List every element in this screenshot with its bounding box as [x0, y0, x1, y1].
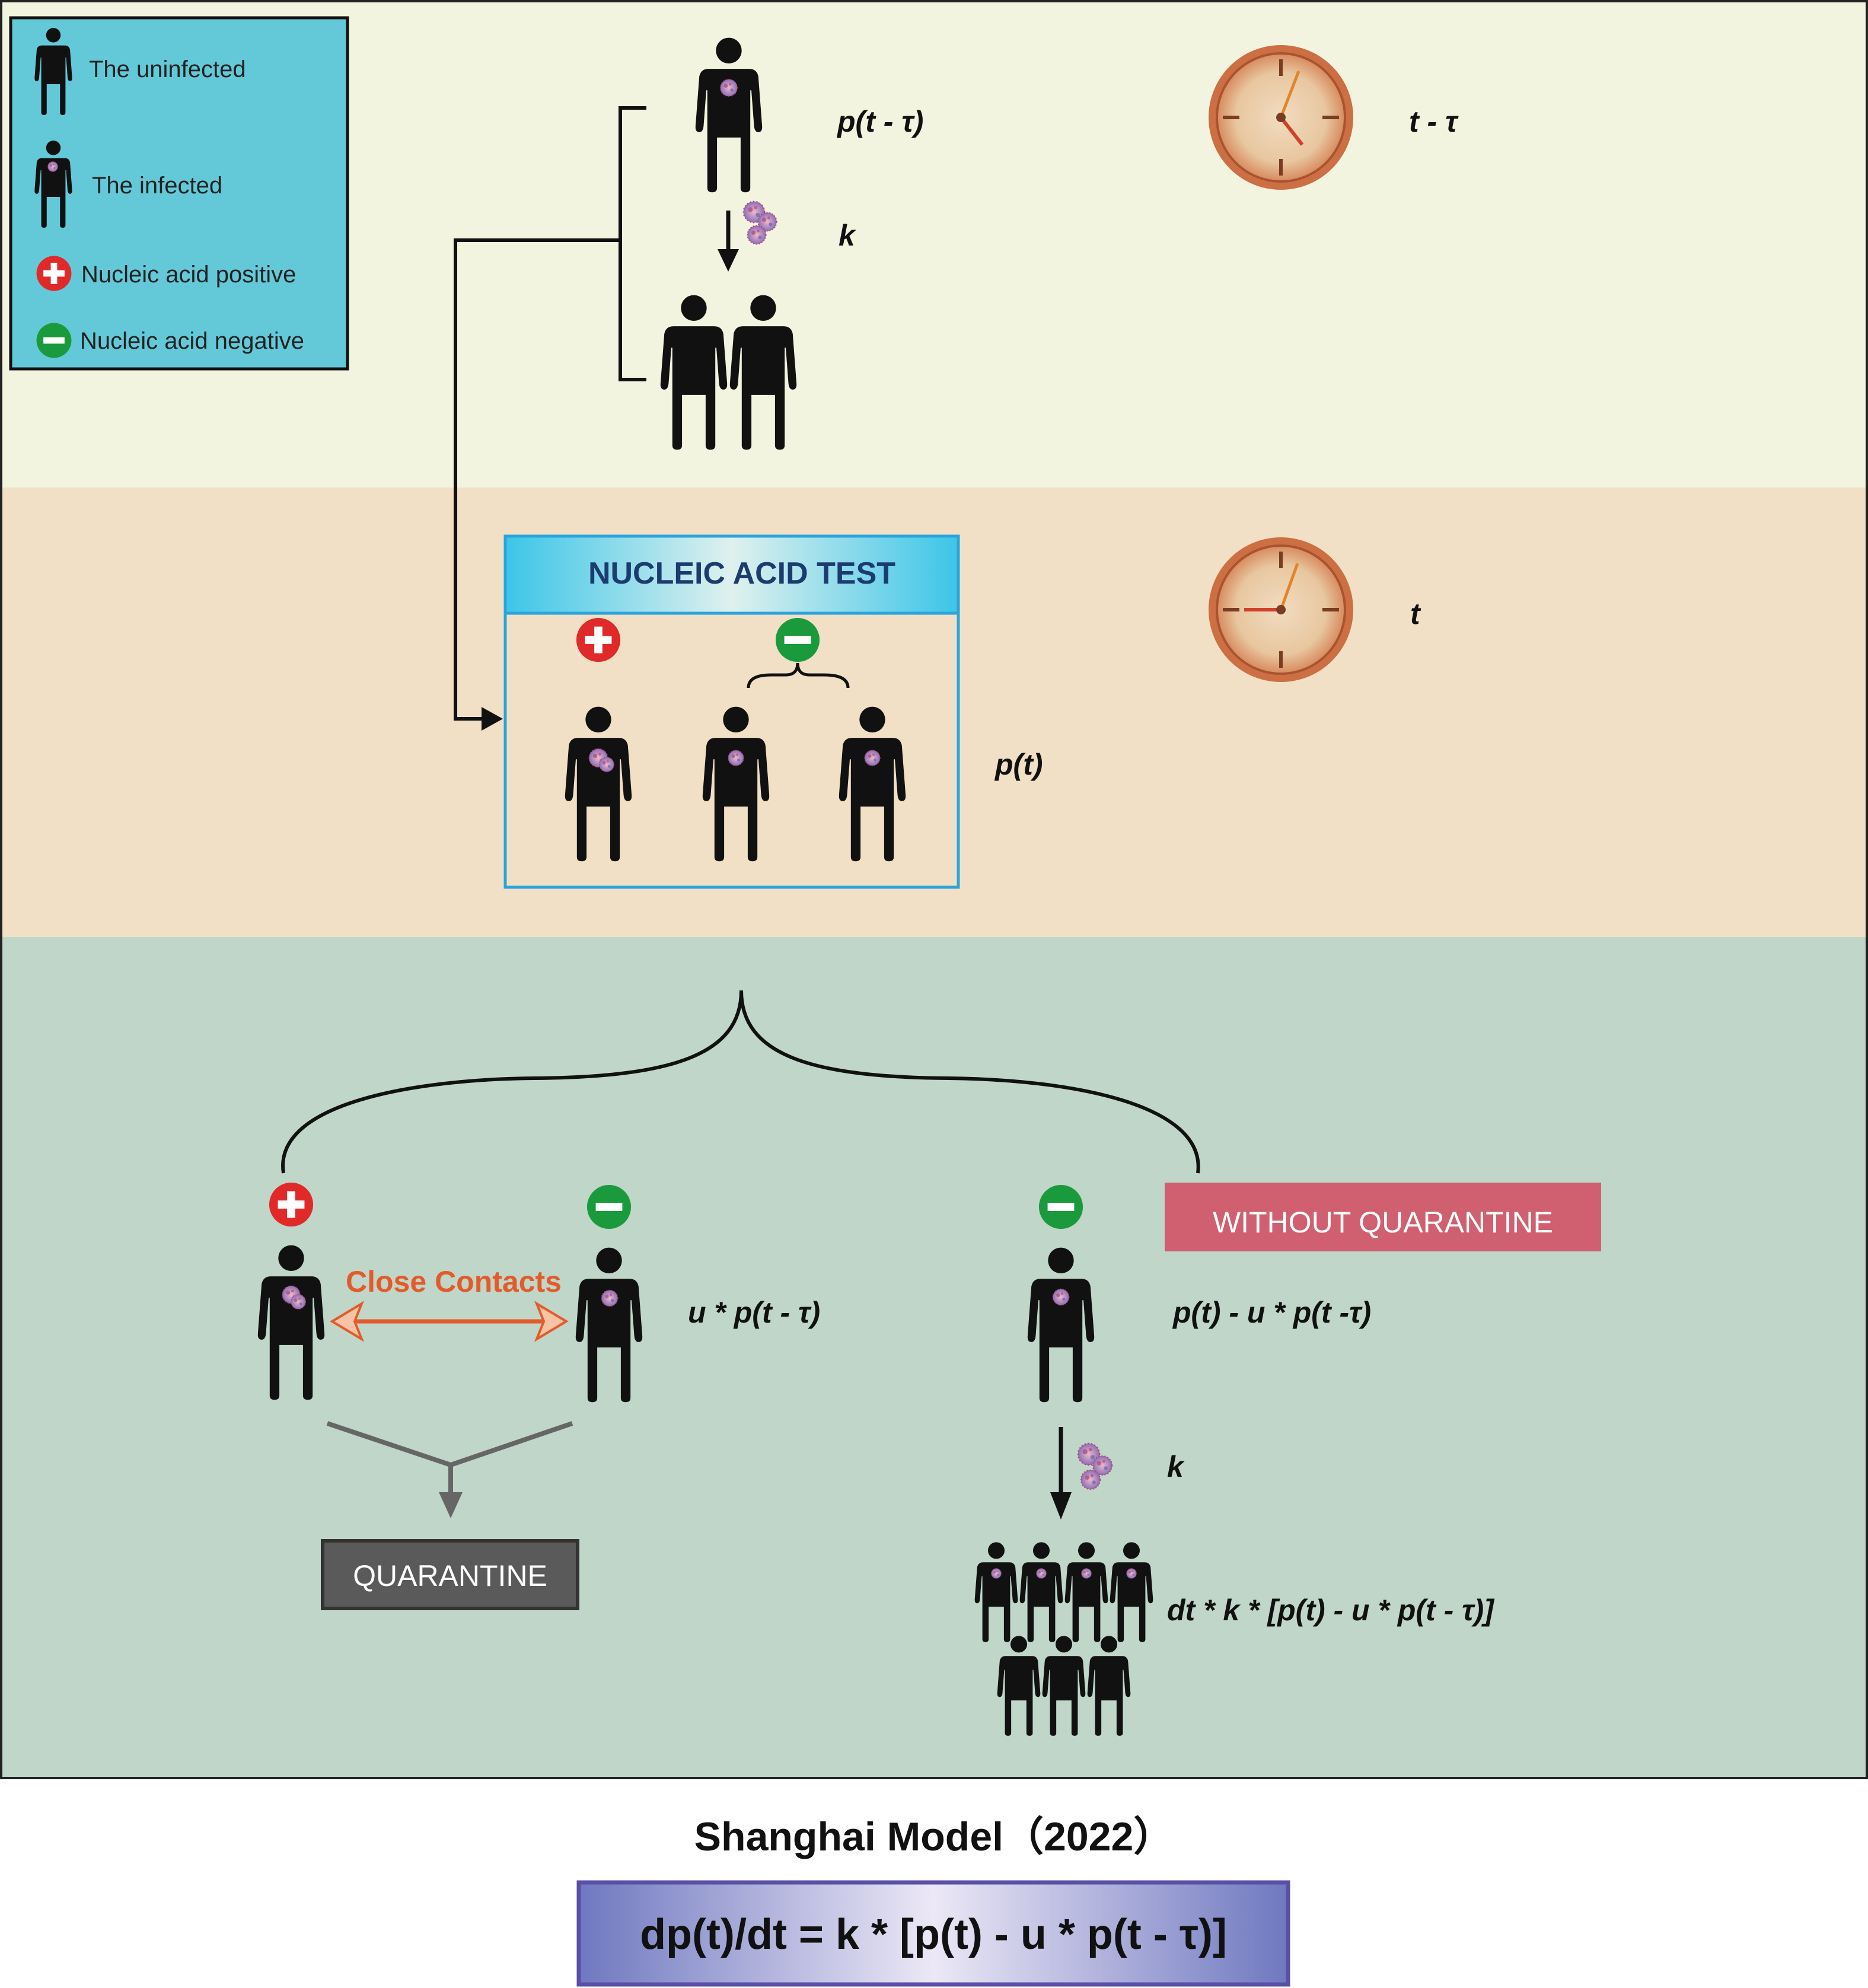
without-quarantine-box [1165, 1183, 1601, 1251]
diagram-frame [0, 0, 1868, 1779]
quarantine-label: QUARANTINE [353, 1559, 547, 1592]
test-title: NUCLEIC ACID TEST [588, 556, 895, 591]
negative-icon [775, 617, 820, 662]
arrowhead-icon [718, 249, 739, 272]
quarantine-box [321, 1539, 579, 1610]
split-brace [281, 990, 1200, 1174]
legend-minus-icon [36, 323, 72, 358]
virus-icon [864, 750, 881, 766]
arrowhead-icon [330, 1301, 365, 1342]
formula-box [576, 1880, 1290, 1987]
legend-positive-label: Nucleic acid positive [81, 262, 296, 288]
legend-plus-icon [36, 256, 72, 291]
model-formula: dp(t)/dt = k * [p(t) - u * p(t - τ)] [640, 1911, 1227, 1958]
virus-icon [290, 1294, 307, 1310]
bottom-k-label: k [1167, 1450, 1185, 1483]
virus-cluster-icon [747, 225, 767, 245]
legend-box [9, 16, 349, 371]
positive-icon [269, 1182, 314, 1227]
top-time-label: t - τ [1409, 105, 1459, 138]
band-bottom [1, 937, 1867, 1778]
negative-icon [1038, 1184, 1083, 1229]
positive-icon [576, 617, 621, 662]
middle-p-label: p(t) [994, 748, 1043, 781]
arrowhead-icon [439, 1492, 463, 1518]
arrowhead-icon [1050, 1492, 1072, 1519]
remainder-label: p(t) - u * p(t -τ) [1172, 1296, 1371, 1329]
legend-uninfected-label: The uninfected [89, 56, 246, 82]
legend-virus-icon [47, 161, 58, 172]
clock-icon [1209, 45, 1353, 190]
negative-icon [586, 1184, 632, 1229]
virus-icon [1052, 1288, 1070, 1306]
virus-cluster-icon [1080, 1469, 1101, 1490]
u-label: u * p(t - τ) [688, 1296, 820, 1329]
connector-arrowhead-icon [482, 707, 503, 731]
top-k-label: k [839, 219, 856, 252]
legend: The uninfected The infected Nucleic acid… [9, 16, 349, 371]
virus-icon [719, 78, 738, 97]
clock-icon [1209, 537, 1353, 682]
close-contacts-label: Close Contacts [346, 1265, 562, 1298]
negative-brace [747, 662, 850, 689]
arrowhead-icon [534, 1301, 569, 1342]
virus-icon [728, 750, 744, 766]
virus-icon [598, 756, 615, 773]
test-title-bar [503, 534, 960, 615]
middle-time-label: t [1410, 597, 1421, 630]
model-title: Shanghai Model（2022） [694, 1814, 1174, 1859]
virus-icon [601, 1289, 619, 1307]
without-quarantine-label: WITHOUT QUARANTINE [1213, 1206, 1553, 1239]
legend-infected-label: The infected [92, 173, 222, 199]
legend-negative-label: Nucleic acid negative [80, 328, 304, 354]
group-bracket [454, 106, 646, 721]
growth-label: dt * k * [p(t) - u * p(t - τ)] [1167, 1594, 1495, 1627]
top-p-label: p(t - τ) [836, 105, 923, 138]
